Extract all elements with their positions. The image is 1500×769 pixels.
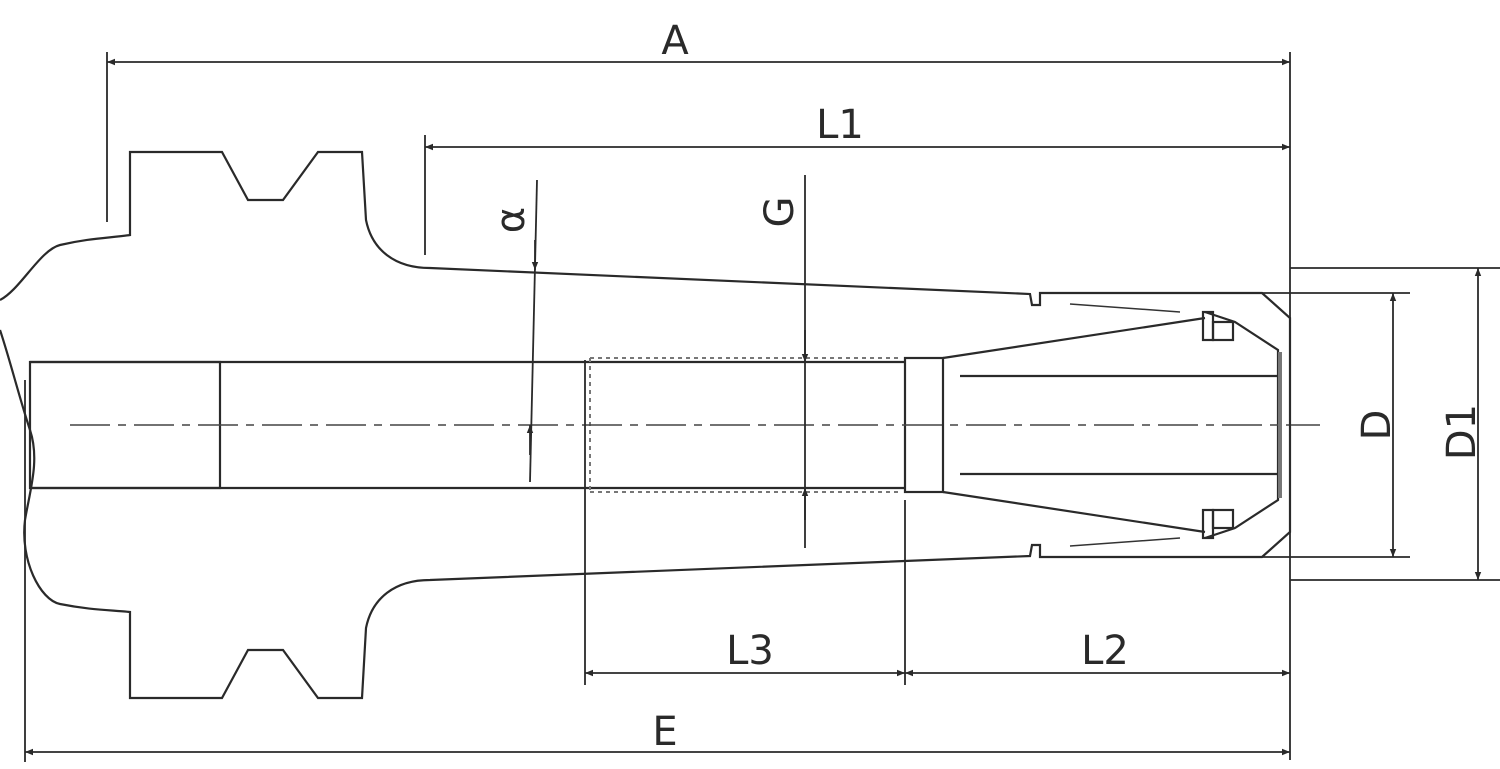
label-L1: L1 bbox=[816, 102, 864, 148]
dimension-D: D bbox=[1354, 293, 1400, 557]
dimension-G: G bbox=[757, 175, 809, 548]
dimension-D1: D1 bbox=[1439, 268, 1485, 580]
label-G: G bbox=[757, 197, 803, 228]
label-L3: L3 bbox=[726, 628, 774, 674]
label-D: D bbox=[1354, 410, 1400, 441]
dimension-L3: L3 bbox=[585, 628, 905, 677]
dimension-E: E bbox=[25, 709, 1290, 756]
dimension-L2: L2 bbox=[905, 628, 1290, 677]
label-L2: L2 bbox=[1081, 628, 1129, 674]
label-D1: D1 bbox=[1439, 404, 1485, 460]
dimension-L1: L1 bbox=[425, 102, 1290, 151]
label-E: E bbox=[652, 709, 677, 755]
dimension-alpha: α bbox=[488, 179, 539, 483]
label-A: A bbox=[661, 18, 689, 64]
label-alpha: α bbox=[488, 207, 534, 233]
extension-lines bbox=[24, 52, 1500, 762]
dimension-A: A bbox=[107, 18, 1290, 66]
